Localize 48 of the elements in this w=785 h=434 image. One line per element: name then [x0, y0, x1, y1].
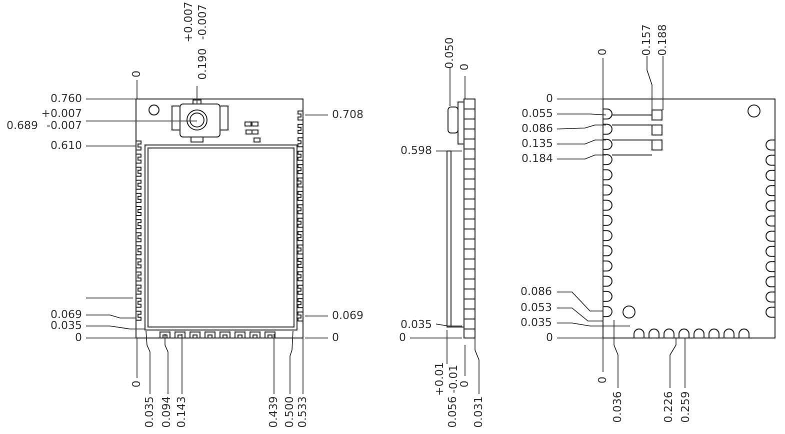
dimension-value: -0.007	[46, 120, 82, 132]
dimension-value: 0.050	[444, 37, 456, 69]
dimension-value: 0.157	[641, 24, 653, 56]
dimension-value: 0	[546, 332, 553, 344]
dimension-value: -0.007	[197, 4, 209, 40]
dimension-value: 0.069	[50, 309, 82, 321]
dimension-value: 0.036	[612, 391, 624, 423]
dimension-value: 0.094	[161, 396, 173, 428]
dimension-value: 0	[597, 48, 609, 56]
dimension-value: 0	[399, 332, 406, 344]
dimension-value: 0.598	[400, 145, 432, 157]
dimension-value: 0.500	[284, 396, 296, 428]
dimension-value: 0.053	[520, 302, 552, 314]
dimension-value: 0.086	[522, 123, 553, 135]
dimension-value: 0.086	[520, 286, 552, 298]
dimension-value: 0.226	[663, 391, 675, 423]
dimension-value: 0.035	[520, 317, 552, 329]
dimension-value: 0.135	[522, 138, 553, 150]
dimension-value: 0	[459, 380, 471, 388]
dimension-value: 0.190	[197, 48, 209, 80]
dimension-value: 0.439	[268, 396, 280, 428]
dimension-value: 0.184	[522, 153, 553, 165]
dimension-value: 0.689	[6, 120, 38, 132]
dimension-value: +0.007	[41, 108, 82, 120]
dimension-value: 0	[546, 93, 553, 105]
dimension-value: 0.610	[50, 140, 82, 152]
dimension-value: 0.708	[332, 109, 364, 121]
dimension-value: 0.035	[144, 396, 156, 428]
dimension-value: 0.259	[680, 391, 692, 423]
dimension-value: 0.031	[473, 396, 485, 428]
dimension-value: 0	[332, 332, 339, 344]
dimension-value: 0.035	[400, 319, 432, 331]
dimension-value: 0.055	[522, 108, 553, 120]
dimension-value: 0	[131, 380, 143, 388]
dimension-value: 0	[75, 332, 82, 344]
dimension-value: 0.143	[176, 396, 188, 428]
dimension-value: +0.01	[434, 362, 446, 396]
dimension-value: 0.760	[50, 93, 82, 105]
dimension-value: 0.533	[297, 396, 309, 428]
dimension-value: -0.01	[448, 364, 460, 394]
dimension-value: 0.069	[332, 310, 364, 322]
dimension-value: 0.035	[50, 320, 82, 332]
dimension-value: 0.188	[657, 24, 669, 56]
dimension-value: 0	[459, 64, 471, 70]
dimension-value: 0.056	[447, 396, 459, 428]
dimension-value: +0.007	[183, 2, 195, 42]
dimension-value: 0	[597, 376, 609, 384]
dimension-value: 0	[131, 70, 143, 78]
